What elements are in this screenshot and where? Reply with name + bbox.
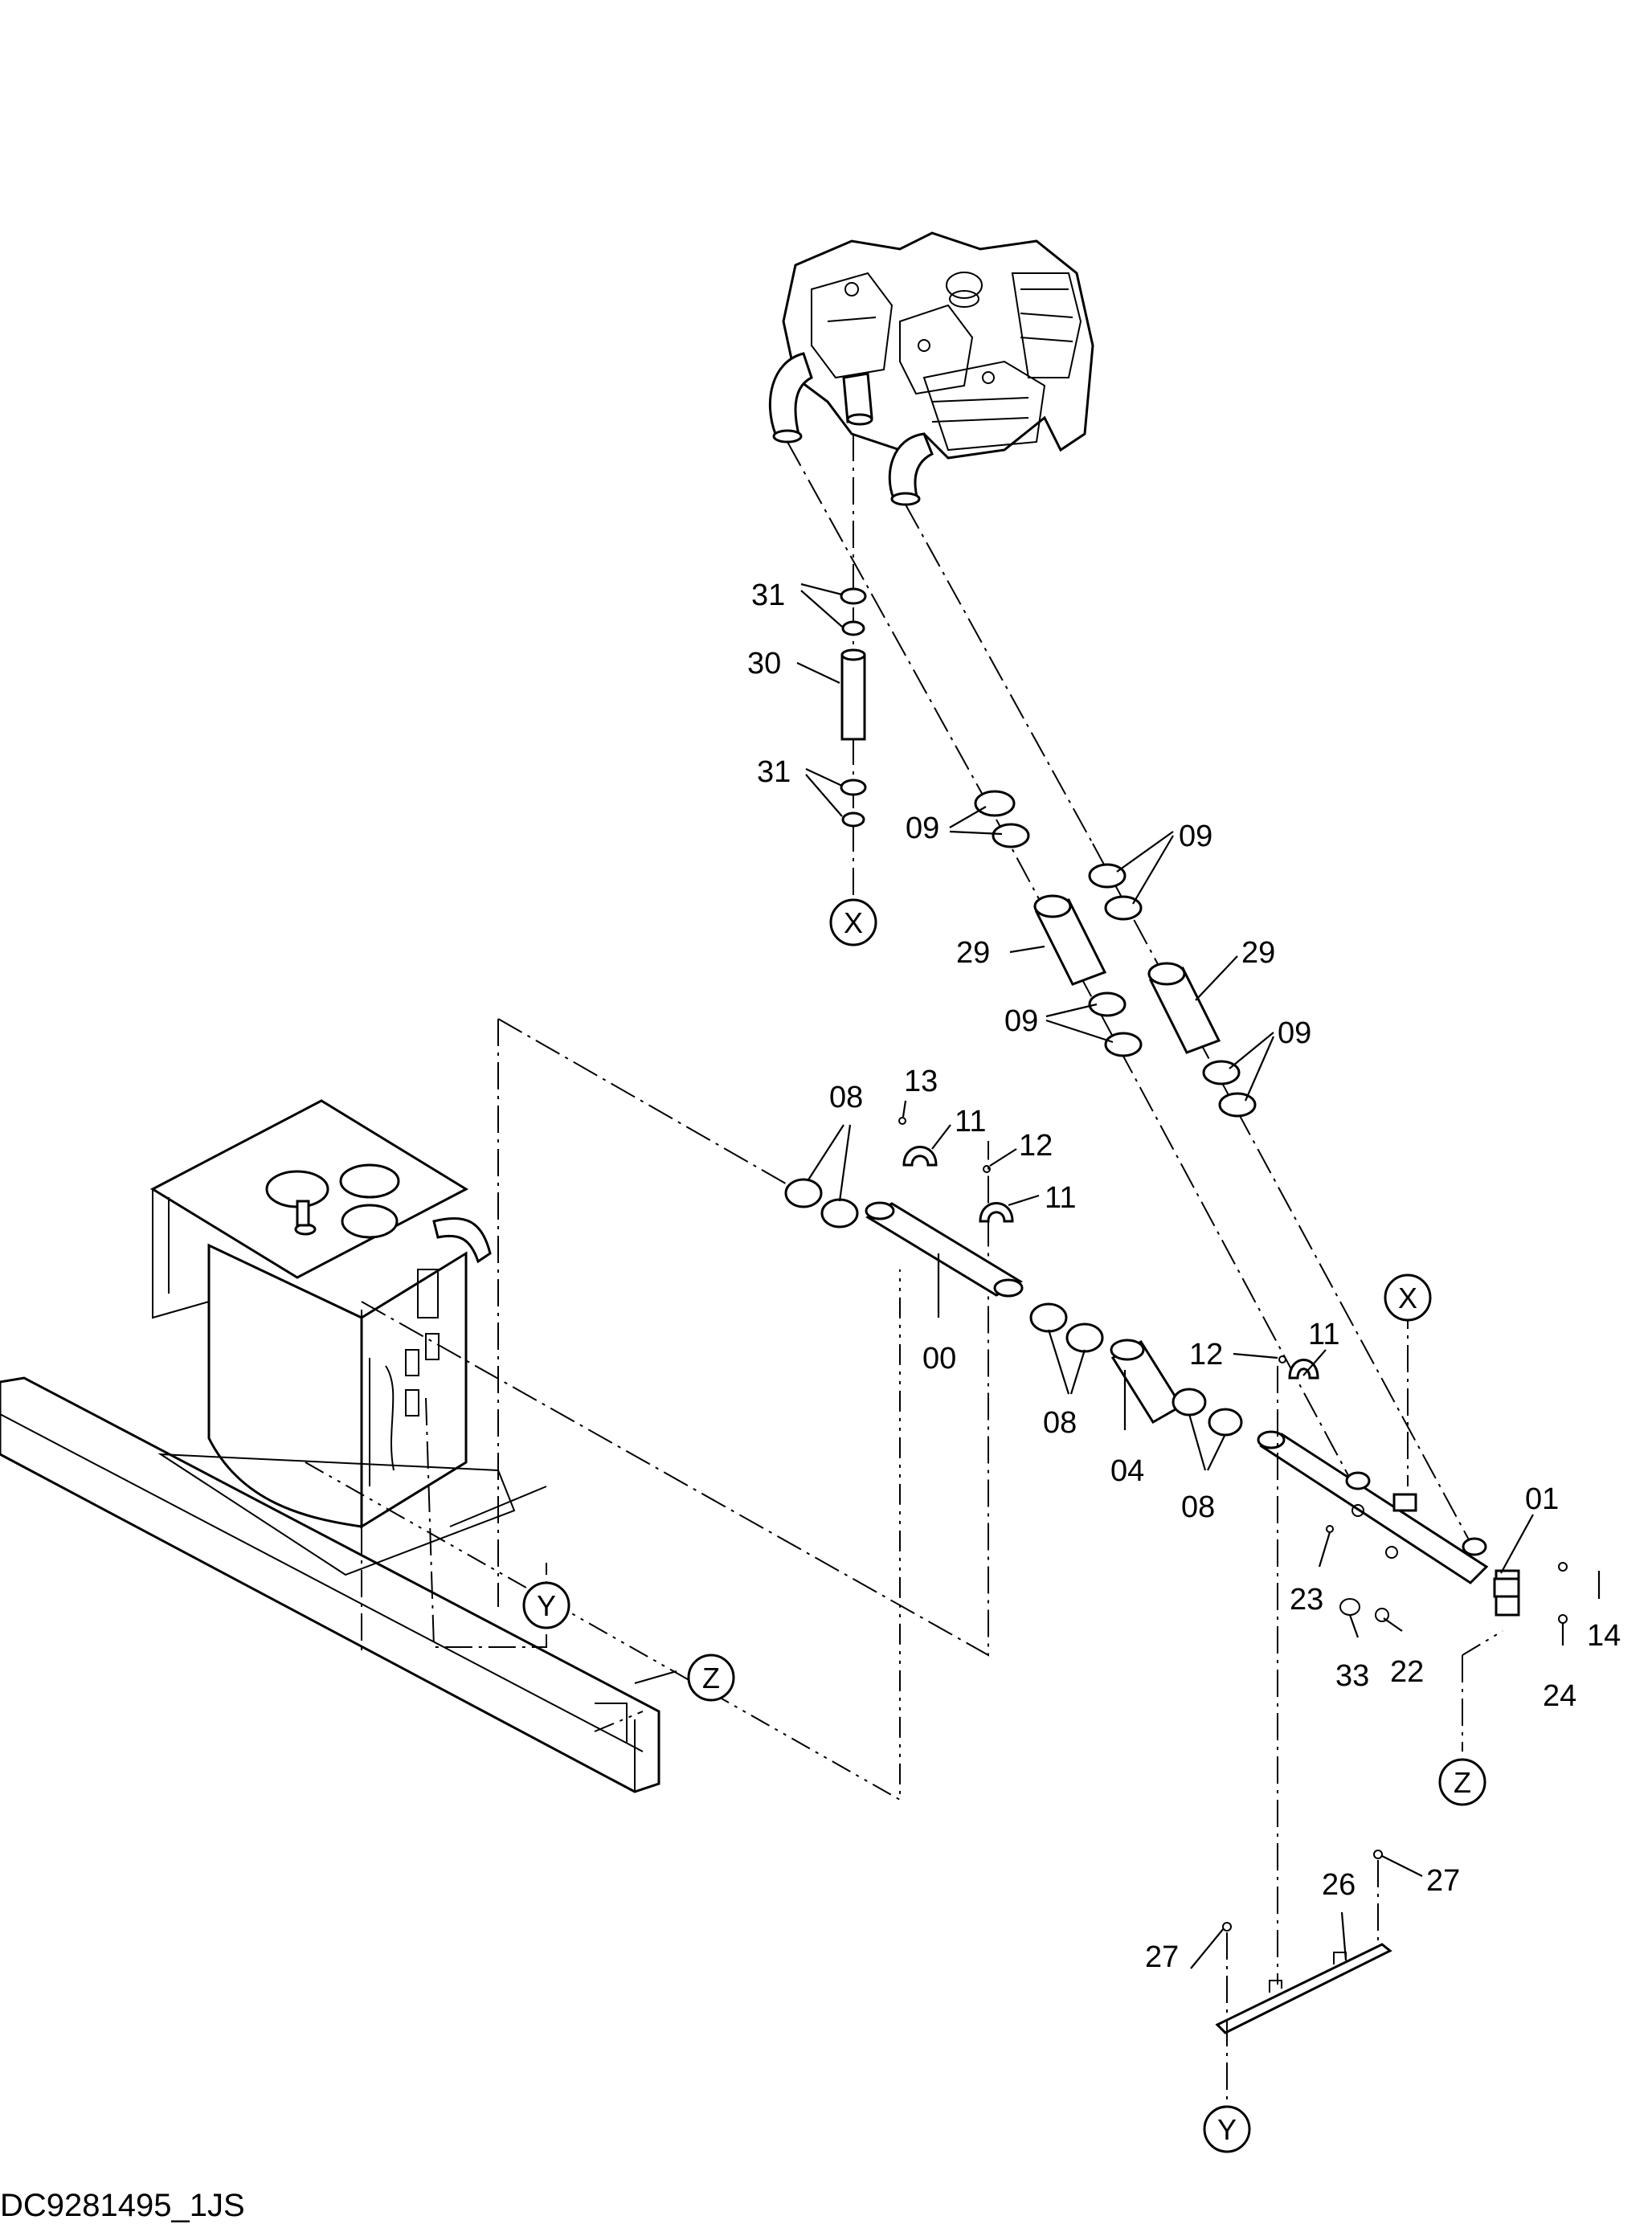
- part-label-12: 12: [1019, 1129, 1053, 1163]
- callout-markers: X X Y Z Z Y: [522, 898, 1486, 2153]
- part-label-11: 11: [1045, 1181, 1076, 1215]
- svg-text:Y: Y: [537, 1589, 556, 1622]
- part-label-33: 33: [1335, 1659, 1369, 1693]
- part-label-24: 24: [1543, 1679, 1576, 1713]
- callout-x-top: X: [829, 898, 877, 946]
- part-label-09: 09: [1004, 1004, 1038, 1038]
- document-id: DC9281495_1JS: [0, 2188, 245, 2223]
- part-label-04: 04: [1110, 1454, 1144, 1488]
- hose-29-set: [1033, 894, 1221, 1054]
- part-label-23: 23: [1290, 1583, 1323, 1617]
- callout-z-left: Z: [687, 1654, 735, 1702]
- svg-text:X: X: [1398, 1282, 1417, 1314]
- part-label-31: 31: [751, 578, 785, 612]
- part-label-11: 11: [1308, 1318, 1339, 1351]
- part-label-01: 01: [1525, 1482, 1559, 1516]
- part-label-08: 08: [1181, 1490, 1215, 1524]
- part-label-27: 27: [1426, 1864, 1460, 1898]
- part-label-12: 12: [1189, 1338, 1223, 1372]
- svg-text:Z: Z: [1454, 1766, 1471, 1799]
- clamp-09-set: [974, 790, 1257, 1118]
- part-label-08: 08: [1043, 1406, 1077, 1440]
- part-label-22: 22: [1390, 1655, 1424, 1689]
- part-label-09: 09: [1179, 820, 1212, 853]
- svg-text:X: X: [844, 906, 863, 939]
- hydraulic-tank: [149, 1099, 492, 1529]
- hydraulic-pump-assembly: [769, 231, 1094, 506]
- callout-z-right: Z: [1438, 1758, 1486, 1806]
- callout-y-bottom: Y: [1203, 2105, 1251, 2153]
- part-label-13: 13: [904, 1065, 938, 1098]
- part-label-00: 00: [922, 1342, 956, 1376]
- mounting-bracket-26: [1215, 1302, 1503, 2101]
- part-label-11: 11: [955, 1105, 986, 1139]
- part-label-09: 09: [906, 811, 939, 845]
- drain-hose-30-assembly: [840, 434, 867, 896]
- part-label-31: 31: [757, 755, 791, 789]
- part-label-09: 09: [1278, 1016, 1311, 1050]
- part-label-30: 30: [747, 647, 781, 681]
- callout-y-left: Y: [522, 1581, 570, 1629]
- part-label-27: 27: [1145, 1940, 1179, 1974]
- callout-x-right: X: [1384, 1273, 1432, 1322]
- leader-lines: [634, 583, 1601, 1969]
- part-label-29: 29: [956, 936, 990, 970]
- svg-text:Y: Y: [1217, 2113, 1237, 2146]
- part-label-29: 29: [1241, 936, 1275, 970]
- svg-text:Z: Z: [702, 1662, 720, 1695]
- main-suction-pipe: [784, 1117, 1568, 1624]
- part-label-08: 08: [829, 1081, 863, 1114]
- part-label-14: 14: [1587, 1619, 1621, 1653]
- part-label-26: 26: [1322, 1868, 1356, 1902]
- part-number-labels: 31 30 31 09 09 29 29 09 09 08 13 11 12 1…: [747, 578, 1621, 1974]
